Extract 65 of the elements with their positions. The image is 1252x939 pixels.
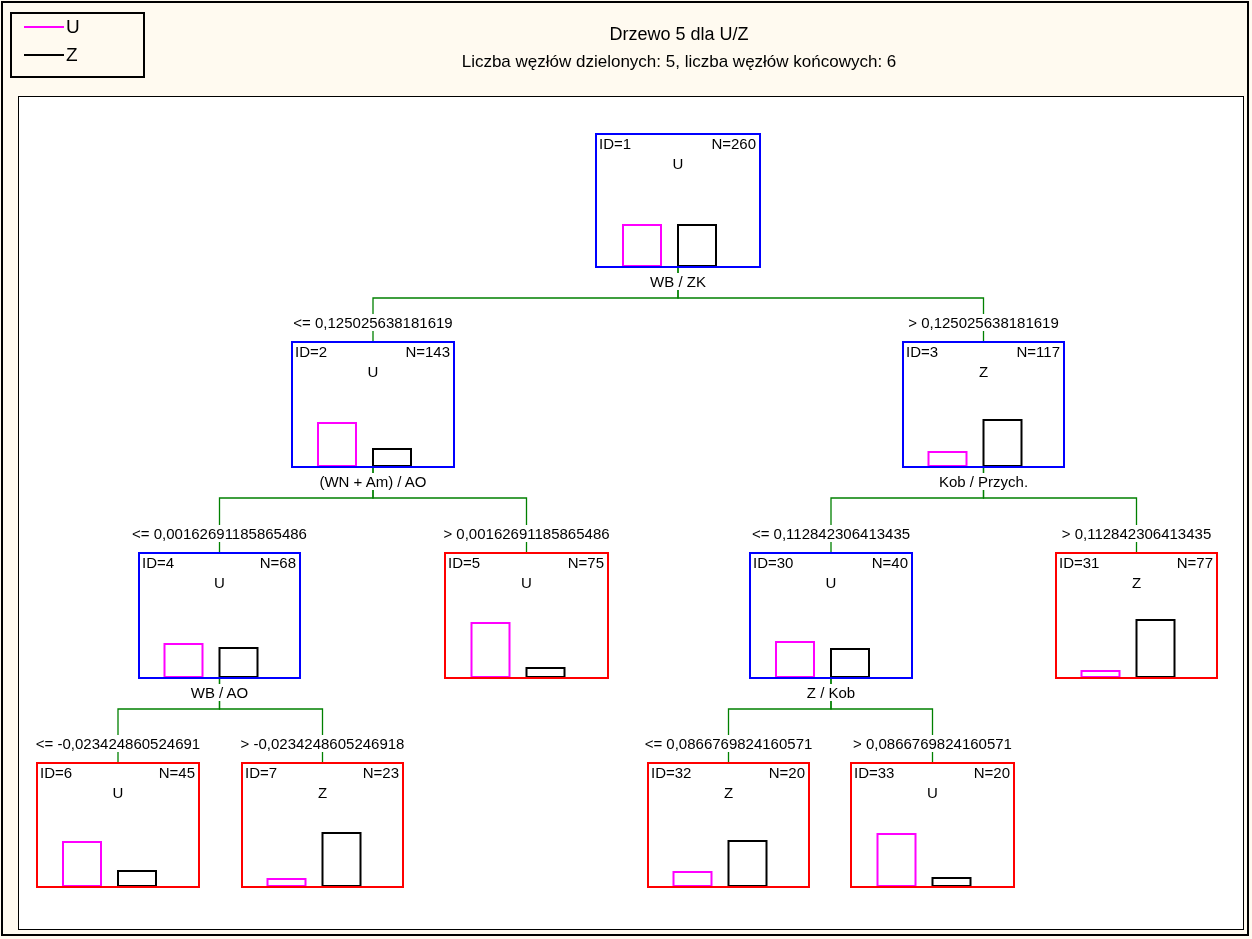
tree-branch-line xyxy=(677,267,985,342)
edge-label: <= -0,023424860524691 xyxy=(33,735,203,752)
node-class: U xyxy=(367,363,379,380)
node-class: U xyxy=(672,155,684,172)
legend-label: U xyxy=(66,16,80,38)
edge-label: <= 0,125025638181619 xyxy=(291,314,455,331)
edge-label: > 0,00162691185865486 xyxy=(441,525,612,542)
node-class: U xyxy=(927,784,938,801)
node-id: ID=1 xyxy=(599,135,632,152)
tree-branch-line xyxy=(372,467,528,553)
edge-label: > 0,0866769824160571 xyxy=(851,735,1014,752)
node-class: U xyxy=(112,784,124,801)
node-count: N=117 xyxy=(1016,343,1060,360)
edge-label: <= 0,00162691185865486 xyxy=(130,525,309,542)
node-class: U xyxy=(825,574,837,591)
split-variable: WB / AO xyxy=(188,684,251,701)
split-node-box xyxy=(291,341,455,468)
terminal-node-box xyxy=(647,762,810,888)
node-count: N=45 xyxy=(158,764,195,781)
node-count: N=77 xyxy=(1176,554,1213,571)
terminal-node-box xyxy=(36,762,200,888)
node-id: ID=33 xyxy=(854,764,895,781)
node-class: U xyxy=(214,574,225,591)
terminal-node-box xyxy=(1055,552,1218,679)
node-class: Z xyxy=(723,784,734,801)
legend-label: Z xyxy=(66,44,78,66)
node-id: ID=7 xyxy=(245,764,278,781)
split-variable: (WN + Am) / AO xyxy=(317,473,429,490)
split-variable: Z / Kob xyxy=(804,684,858,701)
node-class: U xyxy=(521,574,532,591)
node-count: N=23 xyxy=(362,764,399,781)
node-id: ID=5 xyxy=(448,554,481,571)
node-id: ID=4 xyxy=(142,554,175,571)
subtitle: Liczba węzłów dzielonych: 5, liczba węzłów końcowych: 6 xyxy=(461,52,897,72)
node-count: N=143 xyxy=(405,343,450,360)
node-count: N=68 xyxy=(259,554,296,571)
node-id: ID=32 xyxy=(651,764,692,781)
node-count: N=20 xyxy=(768,764,805,781)
node-class: Z xyxy=(317,784,328,801)
node-id: ID=6 xyxy=(40,764,73,781)
split-node-box xyxy=(749,552,913,679)
edge-label: <= 0,0866769824160571 xyxy=(642,735,815,752)
terminal-node-box xyxy=(850,762,1015,888)
node-id: ID=2 xyxy=(295,343,328,360)
edge-label: > 0,125025638181619 xyxy=(906,314,1061,331)
node-count: N=20 xyxy=(973,764,1010,781)
split-node-box xyxy=(138,552,301,679)
chart-title: Drzewo 5 dla U/Z xyxy=(609,24,749,45)
node-id: ID=3 xyxy=(906,343,939,360)
split-node-box xyxy=(902,341,1065,468)
split-node-box xyxy=(595,133,761,268)
node-count: N=75 xyxy=(567,554,604,571)
node-count: N=260 xyxy=(711,135,756,152)
tree-branch-line xyxy=(982,467,1138,553)
node-id: ID=30 xyxy=(753,554,794,571)
node-class: Z xyxy=(978,363,989,380)
edge-label: <= 0,112842306413435 xyxy=(749,525,913,542)
split-variable: WB / ZK xyxy=(648,273,708,290)
edge-label: > 0,112842306413435 xyxy=(1059,525,1214,542)
terminal-node-box xyxy=(241,762,404,888)
node-id: ID=31 xyxy=(1059,554,1100,571)
terminal-node-box xyxy=(444,552,609,679)
node-class: Z xyxy=(1131,574,1142,591)
node-count: N=40 xyxy=(871,554,908,571)
edge-label: > -0,0234248605246918 xyxy=(238,735,407,752)
